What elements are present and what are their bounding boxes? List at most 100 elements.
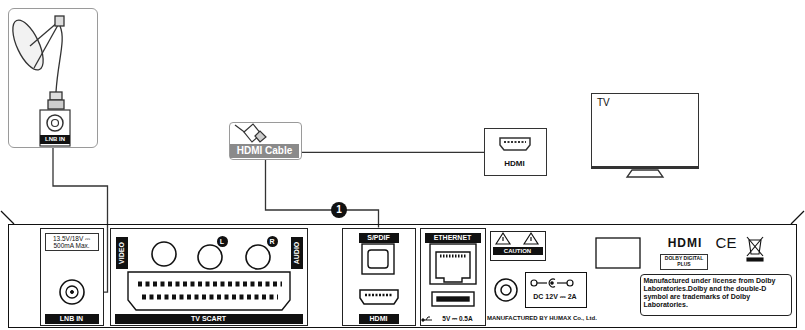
- label-text: Manufactured under license from Dolby La…: [644, 277, 788, 309]
- power-socket: [596, 238, 640, 268]
- port-label: LNB IN: [40, 135, 70, 144]
- usb-symbol: [422, 319, 424, 321]
- port-label: AUDIO: [291, 237, 303, 269]
- port-label: CAUTION: [493, 247, 543, 256]
- lnb-in-port: [60, 280, 84, 304]
- tv-hdmi-port-icon: [500, 138, 530, 150]
- warning-triangles: [496, 233, 510, 244]
- polarity-symbol: [549, 279, 555, 287]
- polarity-symbol: [551, 282, 553, 284]
- usb-port: [432, 292, 474, 306]
- dc-jack: [501, 285, 511, 295]
- usb-symbol: [422, 317, 432, 321]
- satellite-dish: [7, 16, 64, 109]
- hdmi-port: [360, 290, 398, 304]
- tv-stand: [627, 170, 663, 177]
- dolby-license-box: Manufactured under license from Dolby La…: [640, 274, 792, 316]
- hdmi-port: [365, 294, 393, 297]
- ethernet-usb-section: ETHERNET5V ⎓ 0.5A: [420, 228, 486, 326]
- dolby-badge: DOLBY DIGITAL PLUS: [660, 254, 708, 270]
- label-text: HDMI: [485, 159, 544, 168]
- tv-stand: [627, 170, 663, 177]
- weee-bin-symbol: [747, 237, 763, 261]
- lnb-wall-plate: [40, 110, 70, 146]
- av-scart-section: VIDEO L R AUDIO TV SCART: [110, 228, 308, 326]
- panel-flange: [1, 211, 14, 224]
- polarity-symbol: [567, 280, 573, 286]
- tv-hdmi-input-box: HDMI: [484, 128, 547, 176]
- optical-port: [368, 250, 388, 268]
- port-label: HDMI Cable: [230, 144, 299, 158]
- tv-hdmi-port-icon: [500, 138, 530, 150]
- port-label: ETHERNET: [425, 233, 481, 243]
- dc-power-label: DC 12V ⎓ 2A: [525, 272, 587, 308]
- dc-jack: [495, 279, 517, 301]
- warning-triangles: [502, 237, 503, 241]
- hdmi-cable-box: HDMI Cable: [229, 122, 302, 160]
- port-label: TV SCART: [115, 314, 303, 324]
- polarity-symbol: [557, 282, 567, 283]
- warning-triangles: [496, 233, 538, 244]
- tv-hdmi-port-icon: [504, 141, 526, 143]
- lnb-in-section: 13.5V/18V ⎓ 500mA Max. LNB IN: [40, 228, 104, 326]
- label-text: TV: [597, 97, 621, 109]
- optical-port: [362, 244, 394, 274]
- lnb-in-port: [71, 291, 74, 294]
- rca-jacks: [152, 242, 270, 269]
- spdif-hdmi-section: S/PDIF HDMI: [342, 228, 416, 326]
- cable-line: [266, 160, 379, 228]
- satellite-dish: [34, 25, 58, 68]
- port-label: R: [267, 236, 278, 247]
- lnb-wall-plate: [47, 115, 63, 131]
- polarity-symbol: [531, 279, 573, 287]
- panel-flange: [1, 211, 804, 224]
- satellite-dish: [7, 16, 50, 74]
- scart-connector: [142, 295, 278, 300]
- weee-bin-symbol: [747, 258, 763, 261]
- usb-symbol: [426, 317, 430, 320]
- rca-jacks: [246, 245, 270, 269]
- lnb-in-port: [60, 280, 84, 304]
- rca-jacks: [152, 242, 176, 266]
- hdmi-plug-icon: [235, 124, 266, 142]
- warning-triangles: [530, 237, 531, 241]
- label-text: MANUFACTURED BY HUMAX Co., Ltd.: [487, 315, 617, 322]
- rca-jacks: [198, 245, 222, 269]
- caution-label: CAUTION: [490, 231, 546, 261]
- dish-box: LNB IN: [8, 8, 98, 148]
- power-socket: [596, 238, 640, 268]
- hdmi-logo: HDMI: [662, 237, 708, 251]
- usb-port: [437, 297, 469, 301]
- warning-triangles: [524, 233, 538, 244]
- tv-screen: TV: [591, 93, 699, 169]
- port-label: VIDEO: [116, 237, 128, 269]
- satellite-dish: [30, 22, 58, 46]
- lnb-wall-plate: [40, 110, 70, 146]
- satellite-dish: [55, 16, 64, 26]
- satellite-dish: [50, 92, 62, 100]
- polarity-symbol: [537, 282, 547, 283]
- optical-port: [362, 244, 394, 274]
- satellite-dish: [48, 100, 64, 109]
- ethernet-port: [430, 244, 476, 284]
- ethernet-port: [430, 244, 476, 284]
- callout-number: 1: [331, 202, 347, 218]
- weee-bin-symbol: [747, 237, 763, 256]
- label-text: 13.5V/18V ⎓ 500mA Max.: [45, 233, 99, 252]
- lnb-wall-plate: [52, 120, 59, 127]
- scart-connector: [128, 272, 290, 310]
- weee-bin-symbol: [747, 237, 763, 256]
- hdmi-plug-icon: [255, 131, 266, 142]
- port-label: HDMI: [359, 314, 399, 324]
- ethernet-port: [440, 255, 466, 258]
- cable-line: [302, 152, 484, 153]
- port-label: L: [217, 236, 228, 247]
- port-label: S/PDIF: [359, 233, 399, 243]
- polarity-symbol: [531, 280, 537, 286]
- dc-jack: [495, 279, 517, 301]
- panel-flange: [791, 211, 804, 224]
- label-text: DC 12V ⎓ 2A: [527, 293, 584, 301]
- scart-connector: [128, 272, 290, 310]
- ce-mark: CE: [712, 234, 740, 251]
- port-label: LNB IN: [45, 314, 99, 324]
